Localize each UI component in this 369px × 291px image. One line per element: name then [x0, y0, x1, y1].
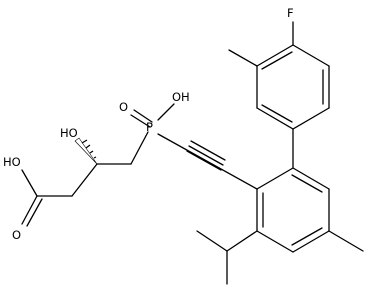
upper-methyl-bond	[228, 49, 258, 67]
carbonyl-oxygen-label: O	[12, 228, 21, 242]
acid-hydroxyl-label: HO	[3, 155, 21, 169]
ring-bond	[256, 107, 294, 130]
hash-line	[85, 144, 91, 149]
phosphorus-hydroxyl-label: OH	[172, 90, 190, 104]
choh-ch2-bond	[71, 163, 98, 197]
ring-bond	[291, 227, 323, 246]
ring-bond	[292, 44, 330, 67]
triple-bond-line	[188, 145, 224, 166]
triple-bond-line	[157, 133, 258, 190]
p-ch2-bond	[130, 131, 149, 165]
p-oh-bond	[157, 103, 175, 121]
triple-bond-line	[186, 150, 222, 171]
p-o-double-bond	[133, 109, 153, 123]
hashed-wedge	[81, 139, 97, 159]
ring-bond	[292, 167, 330, 190]
phosphorus-label: P	[146, 120, 153, 134]
fluoromethylphenyl-ring	[256, 44, 330, 130]
ring-methyl-bond	[328, 230, 364, 252]
ring-bond	[261, 51, 293, 70]
c-o-double-bond	[21, 195, 38, 225]
stereo-hash-bond	[74, 137, 98, 165]
ring-bond	[256, 230, 294, 253]
central-benzene-ring	[256, 167, 330, 253]
hash-line	[89, 150, 94, 154]
ring-bond	[256, 167, 294, 190]
ring-bond	[292, 107, 330, 130]
hash-line	[93, 156, 97, 159]
isopropyl-methyl-bond	[196, 230, 228, 252]
ring-bond	[261, 104, 293, 123]
hydroxyl-label: HO	[60, 126, 78, 140]
c-oh-bond	[21, 169, 38, 197]
hash-line	[81, 139, 88, 144]
phosphoryl-oxygen-label: O	[119, 100, 128, 114]
ring-bond	[256, 44, 294, 67]
c-o-double-bond	[26, 198, 43, 227]
isopropyl-bond	[226, 230, 258, 252]
triple-bond-line	[190, 140, 226, 161]
ring-bond	[291, 174, 323, 193]
p-o-double-bond	[130, 114, 151, 128]
alkyne-triple-bond	[157, 133, 258, 190]
fluorine-label: F	[287, 6, 294, 20]
ring-bond	[292, 230, 330, 253]
